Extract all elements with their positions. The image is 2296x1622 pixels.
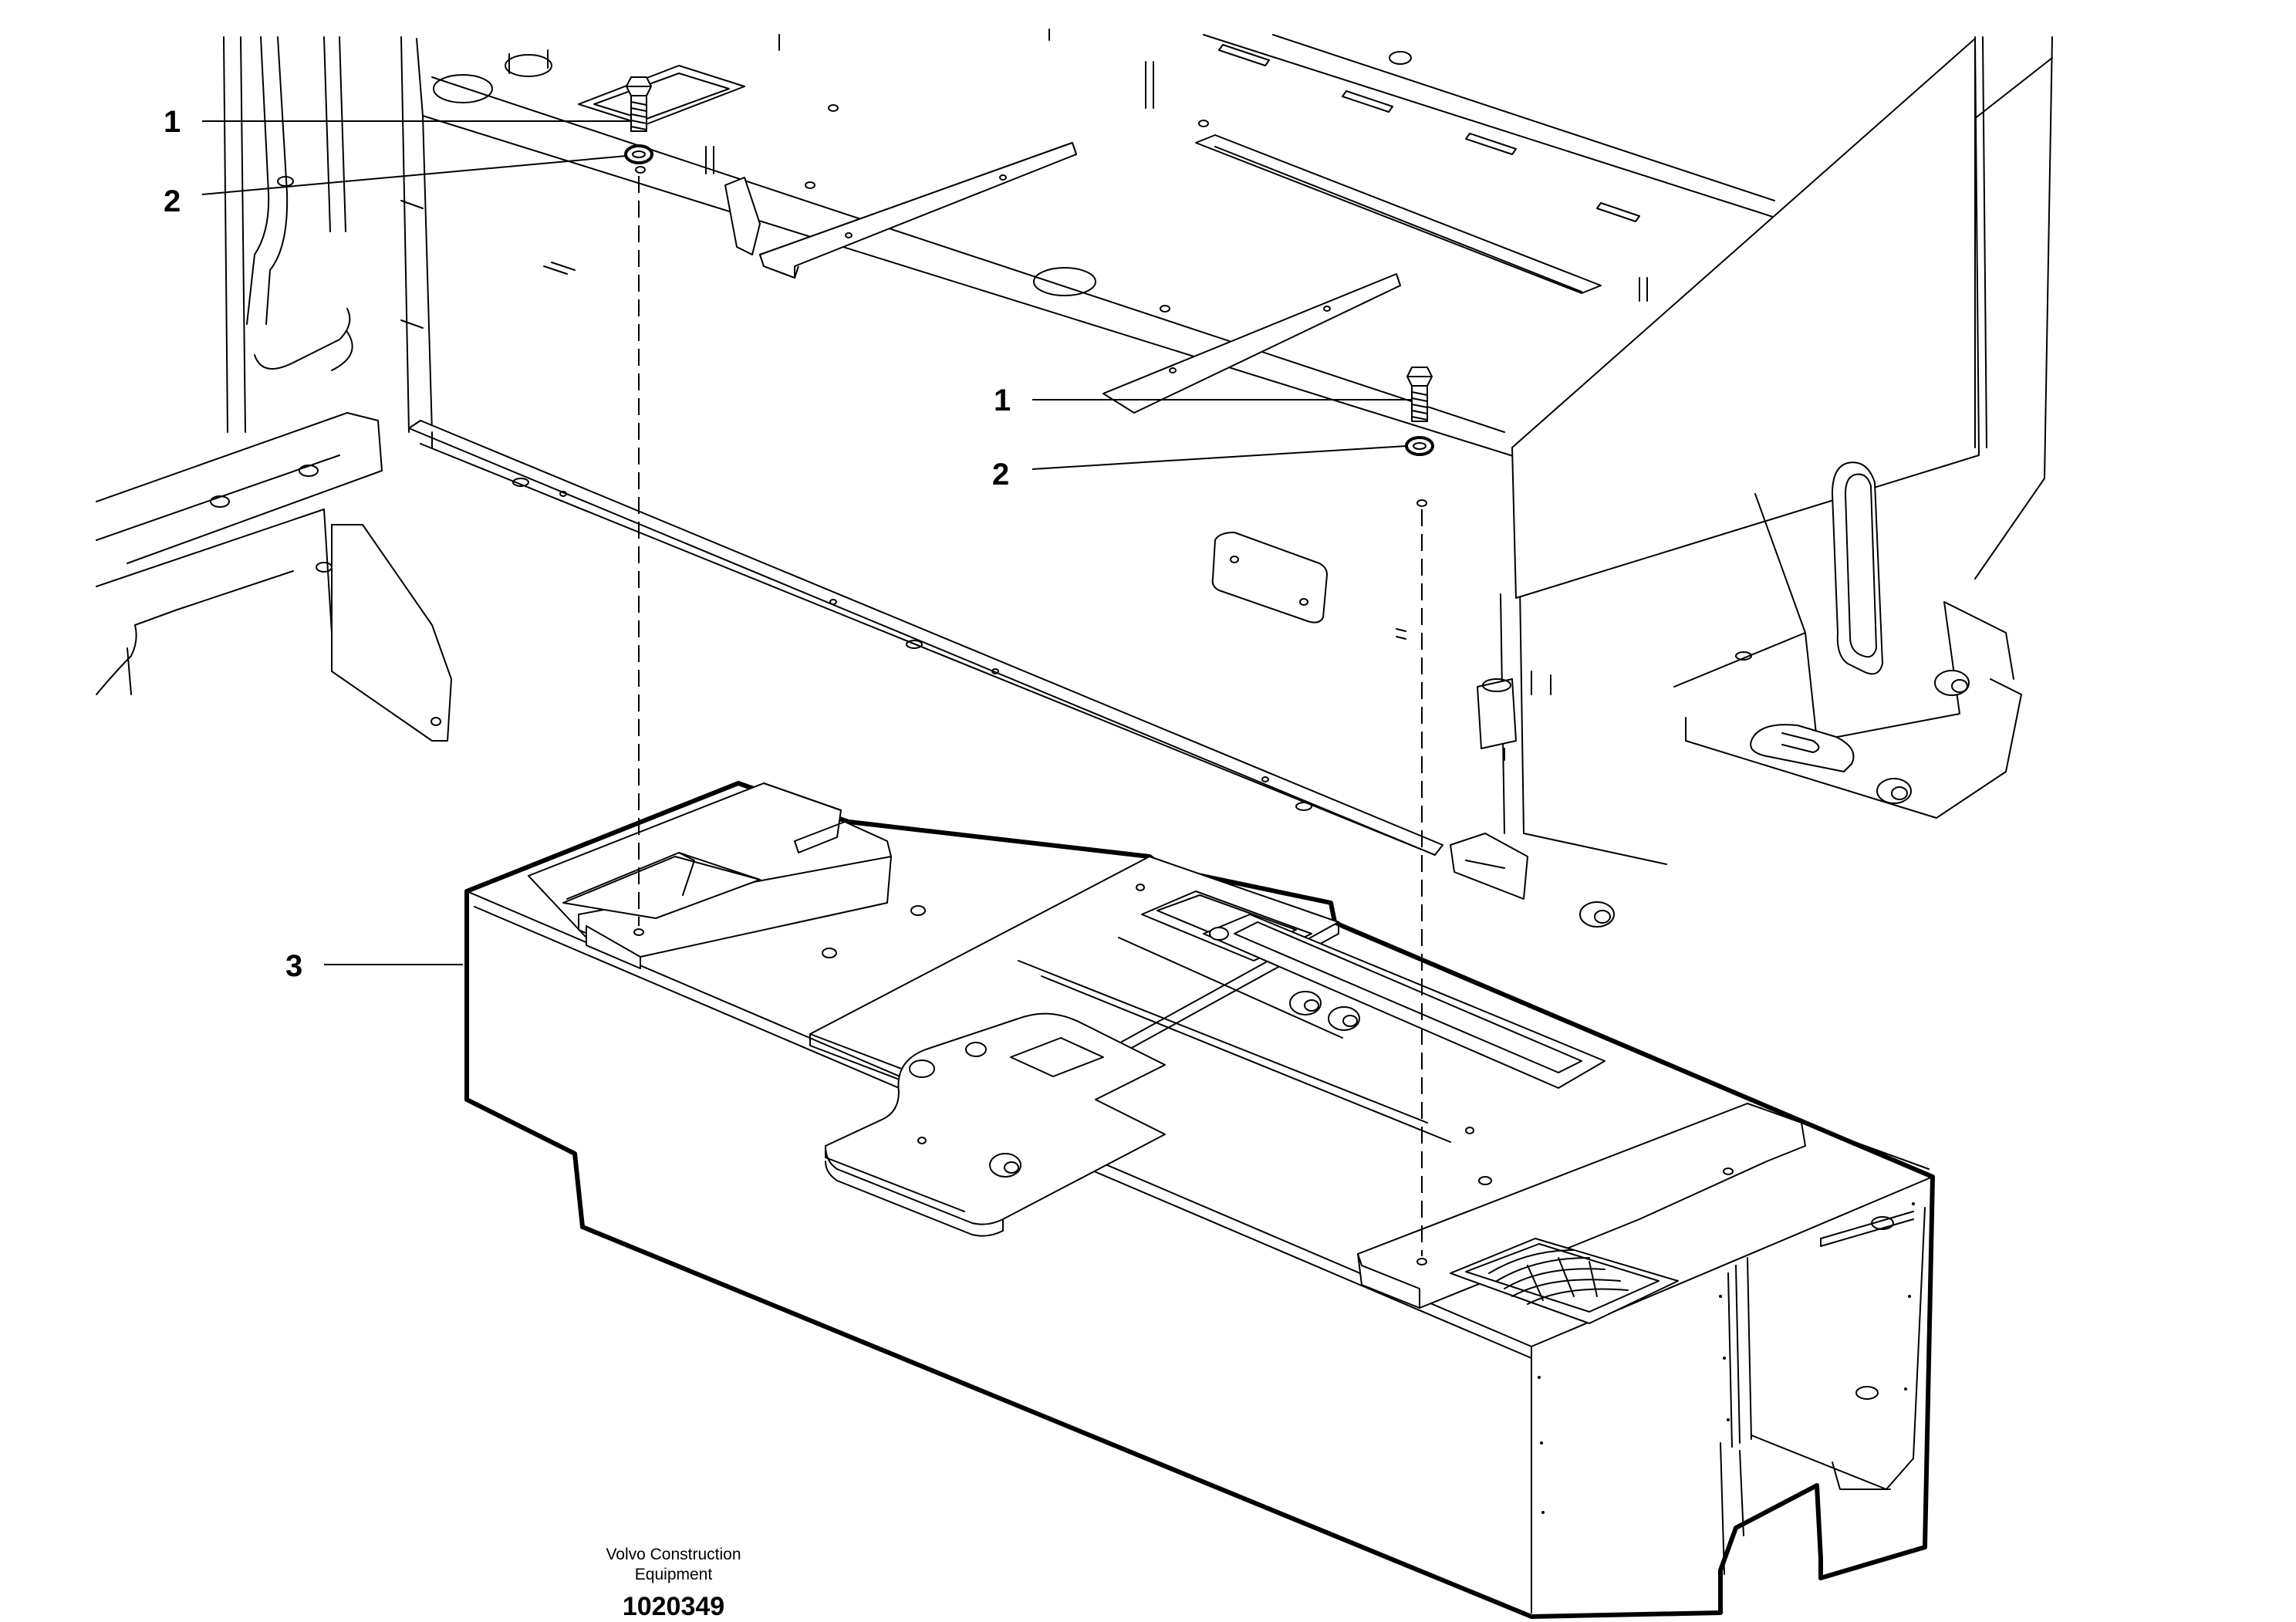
washer-upper-left — [624, 144, 653, 164]
callout-2-upper-left: 2 — [164, 155, 627, 218]
machine-frame — [96, 29, 2053, 928]
callout-label: 1 — [994, 384, 1011, 417]
company-name-line2: Equipment — [635, 1566, 713, 1583]
bolt-upper-left — [626, 76, 652, 132]
callout-label: 1 — [164, 105, 181, 139]
tank-rivets — [1538, 1202, 1915, 1514]
callout-1-upper-left: 1 — [164, 105, 631, 139]
callout-2-center: 2 — [992, 445, 1407, 492]
fuel-tank — [464, 781, 1935, 1619]
washer-center — [1405, 436, 1434, 456]
callout-label: 3 — [285, 949, 302, 983]
bolt-center — [1406, 367, 1433, 422]
callout-3-tank: 3 — [285, 949, 463, 983]
callout-1-center: 1 — [994, 384, 1412, 417]
company-name-line1: Volvo Construction — [606, 1546, 741, 1563]
callout-label: 2 — [164, 184, 181, 218]
callout-label: 2 — [992, 458, 1009, 492]
footer: Volvo Construction Equipment 1020349 — [606, 1546, 741, 1621]
document-number: 1020349 — [623, 1592, 724, 1621]
